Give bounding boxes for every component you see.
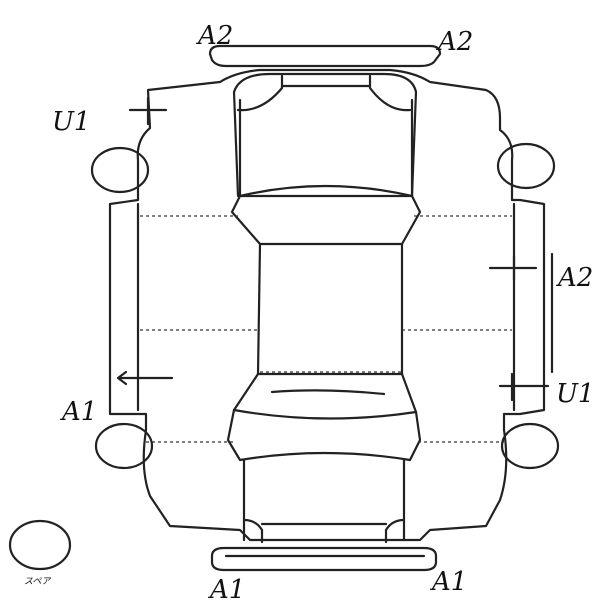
arrow-left-sill [116,370,174,386]
tick-right-door [488,254,538,282]
front-bumper [208,44,442,68]
mark-top-left-bumper: A2 [196,21,233,51]
spare-tire [8,519,72,571]
tick-right-rear [498,372,550,402]
rear-window-inner [270,389,386,396]
windshield [230,184,422,246]
mark-right-rear-fender: U1 [556,379,594,409]
trunk-right-corner [384,518,406,544]
mark-rear-left-bumper: A1 [208,575,245,605]
mark-front-left-fender: U1 [52,107,90,137]
rear-bumper [210,546,438,572]
mark-left-side-sill: A1 [60,397,97,427]
mark-right-side-door: A2 [556,263,593,293]
hood-outline [232,72,418,198]
front-glass-left-corner [236,74,284,112]
mark-top-right-bumper: A2 [436,27,473,57]
rear-right-wheel [500,422,560,470]
rear-window [232,372,418,420]
mark-rear-right-bumper: A1 [430,567,467,597]
front-glass-right-corner [368,74,412,112]
spare-label: スペア [24,577,51,587]
trunk-outline [242,458,406,542]
roof-left-edge [256,242,262,376]
front-left-wheel [90,146,150,194]
front-right-wheel [496,142,556,190]
rear-left-wheel [94,422,154,470]
body-outline [108,68,546,542]
tick-front-left [128,96,168,126]
trunk-left-corner [242,518,264,544]
